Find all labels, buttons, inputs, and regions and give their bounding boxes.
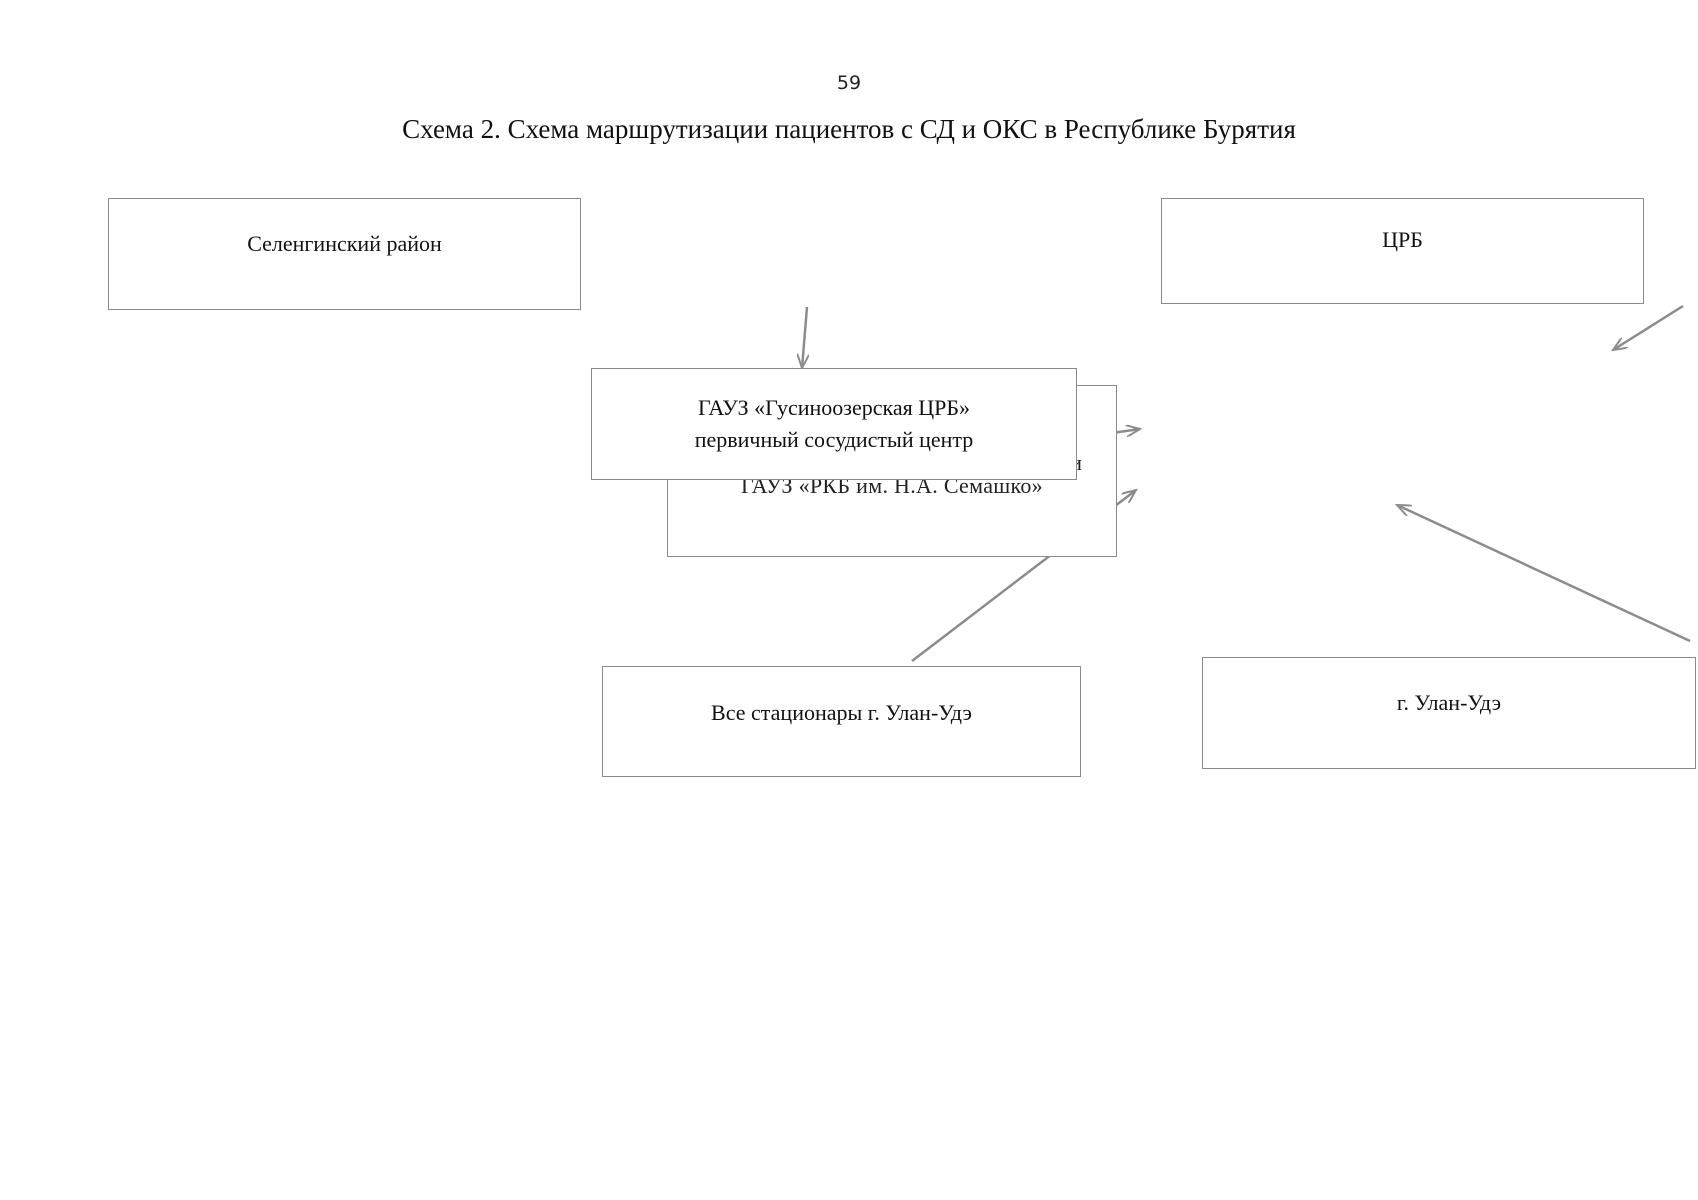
box-gusino-label: ГАУЗ «Гусиноозерская ЦРБ» первичный сосу…: [694, 395, 974, 452]
arrow-ulan-to-rkb: [1397, 503, 1691, 643]
box-crb: ЦРБ: [1161, 198, 1644, 304]
arrow-to-gusino: [802, 306, 807, 368]
box-ulan-label: г. Улан-Удэ: [1396, 690, 1502, 715]
box-crb-label: ЦРБ: [1382, 227, 1423, 252]
page-number: 59: [836, 72, 862, 94]
box-selenga-label: Селенгинский район: [247, 231, 442, 256]
diagram-title: Схема 2. Схема маршрутизации пациентов с…: [402, 114, 1296, 144]
box-ulan-ude: г. Улан-Удэ: [1202, 657, 1696, 769]
box-hospitals-label: Все стационары г. Улан-Удэ: [711, 700, 972, 725]
arrow-to-crb: [1613, 304, 1684, 350]
box-gusinoozersk-crb: ГАУЗ «Гусиноозерская ЦРБ» первичный сосу…: [591, 368, 1077, 480]
box-all-hospitals: Все стационары г. Улан-Удэ: [602, 666, 1081, 777]
box-selenga-district: Селенгинский район: [108, 198, 581, 310]
